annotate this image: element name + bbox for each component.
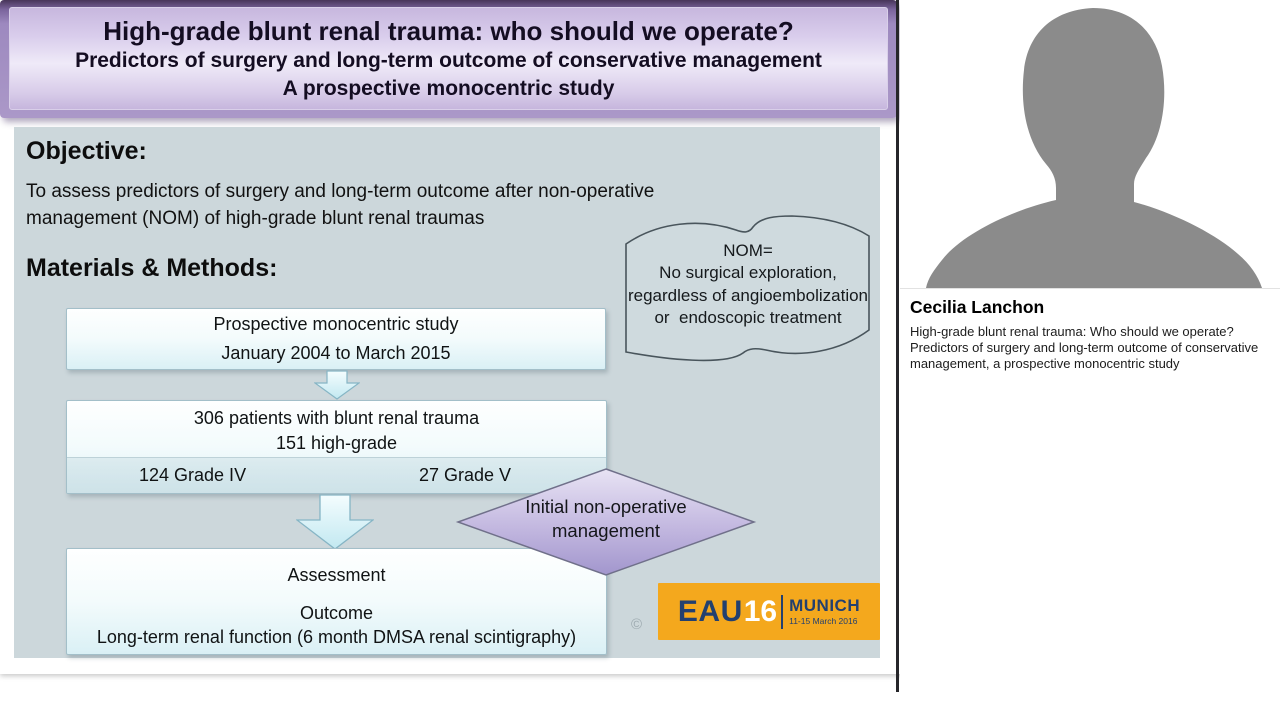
eau-logo-city: MUNICH [789, 596, 861, 615]
speaker-panel: Cecilia Lanchon High-grade blunt renal t… [900, 0, 1280, 720]
grade-row: 124 Grade IV 27 Grade V [67, 457, 606, 493]
flow-box-study-line1: Prospective monocentric study [213, 314, 459, 335]
nom-note-line2: No surgical exploration, [659, 263, 837, 283]
slide-title-banner-inner: High-grade blunt renal trauma: who shoul… [9, 7, 888, 110]
flow-box-patients: 306 patients with blunt renal trauma 151… [66, 400, 607, 494]
assessment-line2: Outcome [299, 603, 374, 624]
flow-box-patients-line2: 151 high-grade [275, 433, 398, 454]
speaker-avatar [900, 0, 1280, 289]
nom-note: NOM= No surgical exploration, regardless… [616, 212, 880, 364]
eau-logo-dates: 11-15 March 2016 [789, 616, 858, 626]
assessment-line3: Long-term renal function (6 month DMSA r… [96, 627, 577, 648]
objective-text: To assess predictors of surgery and long… [26, 181, 655, 229]
eau-logo-word: EAU [677, 594, 743, 628]
nom-note-text: NOM= No surgical exploration, regardless… [624, 240, 872, 330]
person-silhouette-icon [926, 8, 1262, 288]
copyright-icon: © [631, 616, 643, 633]
slide-title-line3: A prospective monocentric study [282, 76, 615, 100]
speaker-name: Cecilia Lanchon [910, 297, 1045, 317]
flow-box-study: Prospective monocentric study January 20… [66, 308, 606, 370]
slide-panel-divider [896, 0, 899, 692]
decision-diamond-line2: management [552, 520, 660, 542]
flow-arrow-down-large-icon [295, 494, 375, 550]
diamond-shape-icon [455, 468, 757, 576]
slide-title-line1: High-grade blunt renal trauma: who shoul… [103, 15, 794, 46]
nom-note-line1: NOM= [723, 241, 773, 260]
eau-logo-year: 16 [743, 594, 778, 628]
slide-card: High-grade blunt renal trauma: who shoul… [0, 0, 897, 658]
eau-congress-logo: EAU 16 MUNICH 11-15 March 2016 [658, 583, 880, 640]
flow-box-patients-line1: 306 patients with blunt renal trauma [193, 408, 480, 428]
decision-diamond: Initial non-operative management [455, 467, 757, 577]
grade-iv-label: 124 Grade IV [139, 464, 247, 485]
assessment-line1: Assessment [287, 565, 386, 585]
slide-title-banner: High-grade blunt renal trauma: who shoul… [0, 0, 897, 118]
eau-logo-divider [781, 594, 784, 629]
nom-note-line3: regardless of angioembolization [627, 285, 869, 305]
nom-note-line4: or endoscopic treatment [654, 308, 842, 328]
methods-heading: Materials & Methods: [26, 254, 278, 282]
flow-arrow-down-icon [313, 370, 361, 400]
slide-body: Objective: To assess predictors of surge… [14, 127, 880, 658]
flow-box-study-line2: January 2004 to March 2015 [221, 342, 451, 363]
decision-diamond-line1: Initial non-operative [525, 496, 687, 517]
speaker-talk-title: High-grade blunt renal trauma: Who shoul… [910, 324, 1259, 372]
objective-heading: Objective: [26, 137, 147, 165]
grade-v-label: 27 Grade V [418, 464, 511, 485]
scroll-shape-icon [625, 215, 870, 362]
slide-title-line2: Predictors of surgery and long-term outc… [75, 49, 822, 73]
flow-box-assessment: Assessment Outcome Long-term renal funct… [66, 548, 607, 655]
decision-diamond-text: Initial non-operative management [455, 495, 757, 543]
